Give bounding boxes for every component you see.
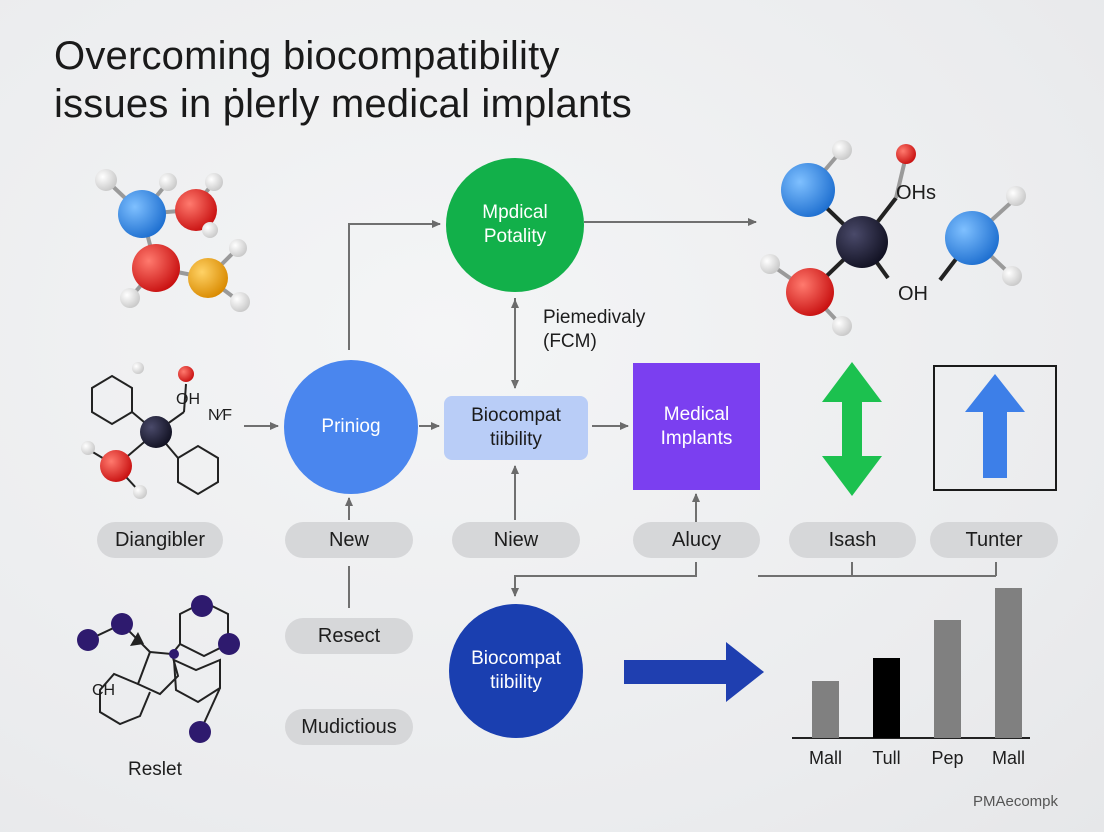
arrow-alucy-to-biocompat-circle <box>511 562 697 597</box>
bar-label-3: Pep <box>931 748 964 768</box>
molecule-bottom-left <box>87 600 229 733</box>
molecule-middle-left-atoms <box>81 362 194 499</box>
node-priniog[interactable]: Priniog <box>284 360 418 494</box>
label-ohs: OHs <box>896 182 936 204</box>
label-ch: CH <box>92 682 116 699</box>
molecule-top-right <box>760 140 1026 336</box>
node-biocompat-circle[interactable]: Biocompat tiibility <box>449 604 583 738</box>
label-reslet: Reslet <box>128 759 182 780</box>
bracket-isash-tunter <box>758 562 997 577</box>
bar-label-1: Mall <box>808 748 842 768</box>
bar-label-2: Tull <box>872 748 901 768</box>
double-arrow-icon <box>822 362 882 496</box>
pill-new[interactable]: New <box>285 522 413 558</box>
pill-alucy[interactable]: Alucy <box>633 522 760 558</box>
node-priniog-label: Priniog <box>321 416 381 437</box>
node-biocompat-box-label: Biocompat tiibility <box>471 405 561 450</box>
bar-4 <box>995 588 1022 738</box>
node-medical-implants[interactable]: Medical Implants <box>633 363 760 490</box>
up-arrow-icon <box>965 374 1025 478</box>
pill-tunter[interactable]: Tunter <box>930 522 1058 558</box>
connector-lines <box>244 218 997 608</box>
right-arrow-icon <box>624 642 764 702</box>
bar-1 <box>812 681 839 738</box>
label-naf: N⁄F <box>208 407 232 424</box>
label-oh-bottom: OH <box>898 283 928 305</box>
title-line-1: Overcoming biocompatibility <box>54 34 560 78</box>
node-medical-potality-label: Mpdical Potality <box>482 202 548 247</box>
node-medical-implants-label: Medical Implants <box>660 403 733 449</box>
pill-isash[interactable]: Isash <box>789 522 916 558</box>
pill-niew[interactable]: Niew <box>452 522 580 558</box>
title-line-2: issues in ṗlerly medical implants <box>54 82 632 126</box>
arrow-priniog-to-potality <box>348 220 441 350</box>
bar-label-4: Mall <box>991 748 1025 768</box>
pill-diangibler[interactable]: Diangibler <box>97 522 223 558</box>
node-biocompat-circle-label: Biocompat tiibility <box>471 648 561 693</box>
edge-label-piemedivaly: Piemedivaly (FCM) <box>543 307 646 352</box>
pill-mudictious[interactable]: Mudictious <box>285 709 413 745</box>
node-medical-potality[interactable]: Mpdical Potality <box>446 158 584 292</box>
molecule-bottom-left-atoms <box>77 595 240 743</box>
bar-3 <box>934 620 961 738</box>
watermark: PMAecompk <box>972 793 1058 810</box>
pill-resect[interactable]: Resect <box>285 618 413 654</box>
bar-2 <box>873 658 900 738</box>
bar-chart <box>792 588 1030 739</box>
node-biocompat-box[interactable]: Biocompat tiibility <box>444 396 588 460</box>
boxed-arrow-frame <box>933 365 1057 491</box>
molecule-top-left <box>95 169 250 312</box>
page-title: Overcoming biocompatibility issues in ṗl… <box>54 32 814 128</box>
label-oh-top: OH <box>176 391 200 408</box>
